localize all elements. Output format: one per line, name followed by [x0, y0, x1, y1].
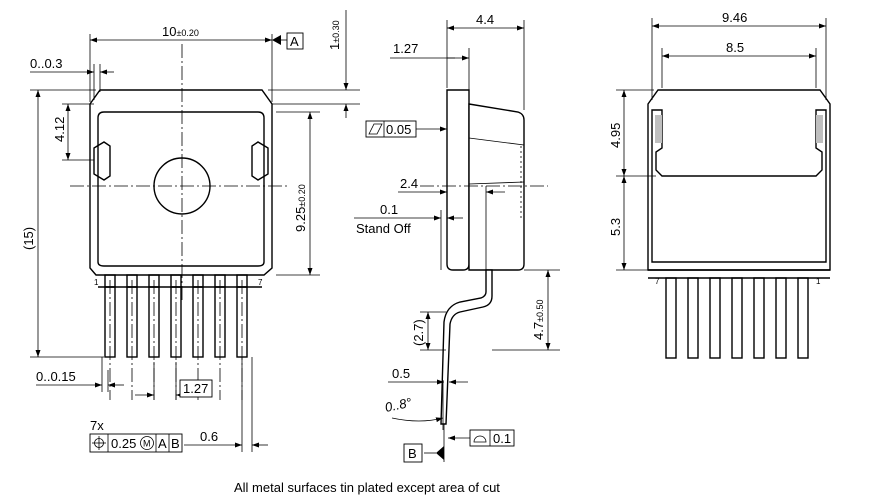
side-tab-dim: 1.27 — [393, 41, 418, 56]
front-overall-dim: (15) — [21, 227, 36, 250]
side-body-outline — [468, 103, 525, 271]
flatness-tolerance-frame: 0.05 — [365, 120, 447, 138]
datum-a-label: A — [290, 34, 299, 49]
position-datum-b: B — [171, 436, 180, 451]
side-lead-length-dim: (2.7) — [411, 319, 426, 346]
front-right-slot — [251, 141, 269, 181]
back-pin-last-label: 1 — [816, 277, 821, 286]
back-exposed-pad — [651, 109, 827, 263]
position-tol-value: 0.25 — [111, 436, 136, 451]
datum-b-label: B — [408, 446, 417, 461]
front-edge-dim: 0..0.3 — [30, 56, 63, 71]
front-pin-last-label: 7 — [258, 278, 263, 287]
back-lower-dim: 5.3 — [608, 218, 623, 236]
profile-icon — [473, 435, 487, 443]
front-lead-width-dim: 0.6 — [200, 429, 218, 444]
back-inner-dim: 8.5 — [726, 40, 744, 55]
side-angle-dim: 0..8° — [384, 395, 413, 415]
back-body-outline — [647, 89, 831, 271]
side-foot-dim: 4.7±0.50 — [531, 299, 546, 340]
position-tolerance-frame: 0.25 M A B — [89, 433, 183, 453]
flatness-icon — [368, 123, 383, 135]
position-count: 7x — [90, 418, 104, 433]
side-offset-dim: 2.4 — [400, 176, 418, 191]
side-lead-thickness-dim: 0.5 — [392, 366, 410, 381]
back-leads — [665, 277, 809, 359]
side-heatsink-plate — [446, 89, 470, 271]
front-left-slot — [93, 141, 111, 181]
side-view: 4.4 1.27 0.05 2.4 0.1 Stand Off (2.7) — [354, 12, 560, 463]
position-datum-a: A — [158, 436, 167, 451]
front-pin-first-label: 1 — [94, 278, 99, 287]
front-lead-offset-dim: 0..0.15 — [36, 369, 76, 384]
side-thickness-dim: 4.4 — [476, 12, 494, 27]
side-standoff-dim: 0.1 — [380, 202, 398, 217]
back-pin-first-label: 7 — [655, 277, 660, 286]
back-view: 7 1 9.46 8.5 4.95 5.3 — [608, 10, 831, 359]
front-height-dim: 9.25±0.20 — [293, 184, 308, 232]
side-flatness-tol: 0.05 — [386, 122, 411, 137]
front-slot-dim: 4.12 — [52, 117, 67, 142]
front-heatsink-outline — [97, 111, 265, 267]
profile-tolerance-frame: 0.1 — [469, 429, 515, 447]
datum-a-box — [286, 32, 304, 50]
side-standoff-label: Stand Off — [356, 221, 411, 236]
position-modifier: M — [143, 439, 151, 449]
back-width-dim: 9.46 — [722, 10, 747, 25]
front-top-dim: 1±0.30 — [327, 20, 342, 50]
front-pitch-dim: 1.27 — [183, 381, 208, 396]
mmc-modifier-icon — [140, 436, 154, 450]
front-width-dim: 10±0.20 — [162, 24, 199, 39]
footer-note: All metal surfaces tin plated except are… — [234, 480, 500, 495]
datum-b-box — [403, 443, 423, 463]
front-pitch-box — [179, 379, 213, 398]
front-body-outline — [89, 89, 273, 276]
back-right-notch — [816, 115, 823, 143]
side-profile-tol: 0.1 — [493, 431, 511, 446]
side-bent-lead — [440, 269, 493, 425]
back-left-notch — [655, 115, 662, 143]
back-upper-dim: 4.95 — [608, 123, 623, 148]
front-view: 1 7 10±0.20 A 1±0.30 0..0.3 4.12 — [21, 10, 360, 453]
